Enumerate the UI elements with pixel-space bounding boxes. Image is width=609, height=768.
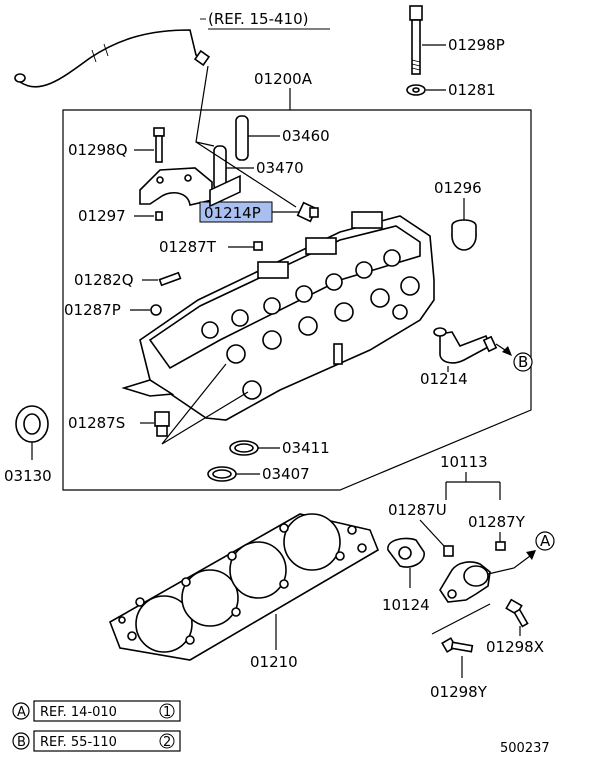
plug-01287T	[253, 241, 263, 251]
label-01287S: 01287S	[68, 414, 125, 432]
circle-A-marker	[535, 531, 555, 551]
svg-text:REF. 14-010: REF. 14-010	[40, 705, 117, 720]
gasket-10124	[387, 537, 425, 568]
cylinder-head	[121, 174, 435, 421]
bearing-cap	[139, 167, 213, 206]
label-01296: 01296	[434, 179, 482, 197]
head-ports	[201, 249, 420, 400]
label-01287P: 01287P	[64, 301, 121, 319]
plug-01296	[451, 219, 477, 251]
circle-B-text: B	[518, 353, 528, 371]
svg-text:2: 2	[163, 735, 171, 750]
label-01214: 01214	[420, 370, 468, 388]
cam-towers	[209, 174, 383, 279]
label-01200A: 01200A	[254, 70, 313, 88]
head-gasket-01210	[109, 513, 379, 661]
plug-01287Y	[495, 541, 506, 551]
label-10124: 10124	[382, 596, 430, 614]
svg-text:1: 1	[163, 705, 171, 720]
water-outlet-10113	[439, 561, 491, 603]
fitting-01214P	[296, 201, 319, 223]
plug-01287S	[154, 411, 170, 427]
label-01281: 01281	[448, 81, 496, 99]
label-03407: 03407	[262, 465, 310, 483]
label-01282Q: 01282Q	[74, 271, 134, 289]
label-03130: 03130	[4, 467, 52, 485]
bolt-01298Q	[153, 127, 165, 163]
stud-01282Q	[158, 271, 182, 287]
arrow-to-B	[502, 346, 512, 356]
sleeve-03460	[235, 115, 249, 161]
label-01287U: 01287U	[388, 501, 447, 519]
ref-15-410-label: (REF. 15-410)	[208, 10, 309, 28]
plug-01287U	[443, 545, 454, 557]
diagram-number: 500237	[500, 741, 550, 756]
label-03411: 03411	[282, 439, 330, 457]
svg-text:A: A	[17, 705, 26, 720]
label-10113: 10113	[440, 453, 488, 471]
bolt-01298P	[409, 5, 423, 75]
label-01287Y: 01287Y	[468, 513, 526, 531]
elbow-01214	[433, 327, 498, 364]
label-01287T: 01287T	[159, 238, 217, 256]
arrow-to-A	[526, 550, 536, 560]
circle-A-text: A	[540, 532, 551, 550]
label-03460: 03460	[282, 127, 330, 145]
plug-01287P	[150, 304, 162, 316]
label-01297: 01297	[78, 207, 126, 225]
svg-text:REF. 55-110: REF. 55-110	[40, 735, 117, 750]
label-01298X: 01298X	[486, 638, 544, 656]
label-01298Y: 01298Y	[430, 683, 488, 701]
bolt-01298X	[505, 598, 529, 628]
legend-row-B: B REF. 55-110 2	[12, 730, 181, 752]
pipe-part	[14, 29, 211, 88]
bolt-01298Y	[441, 637, 474, 653]
label-01210: 01210	[250, 653, 298, 671]
oil-seal-03130	[15, 405, 49, 443]
label-01214P: 01214P	[204, 204, 261, 222]
assembly-frame	[62, 109, 532, 491]
circle-B-marker	[513, 352, 533, 372]
legend-row-A: A REF. 14-010 1	[12, 700, 181, 722]
svg-text:B: B	[17, 735, 26, 750]
label-03470: 03470	[256, 159, 304, 177]
pin-01297	[155, 211, 163, 221]
label-01298P: 01298P	[448, 36, 505, 54]
label-01298Q: 01298Q	[68, 141, 128, 159]
gasket-holes	[118, 523, 367, 645]
